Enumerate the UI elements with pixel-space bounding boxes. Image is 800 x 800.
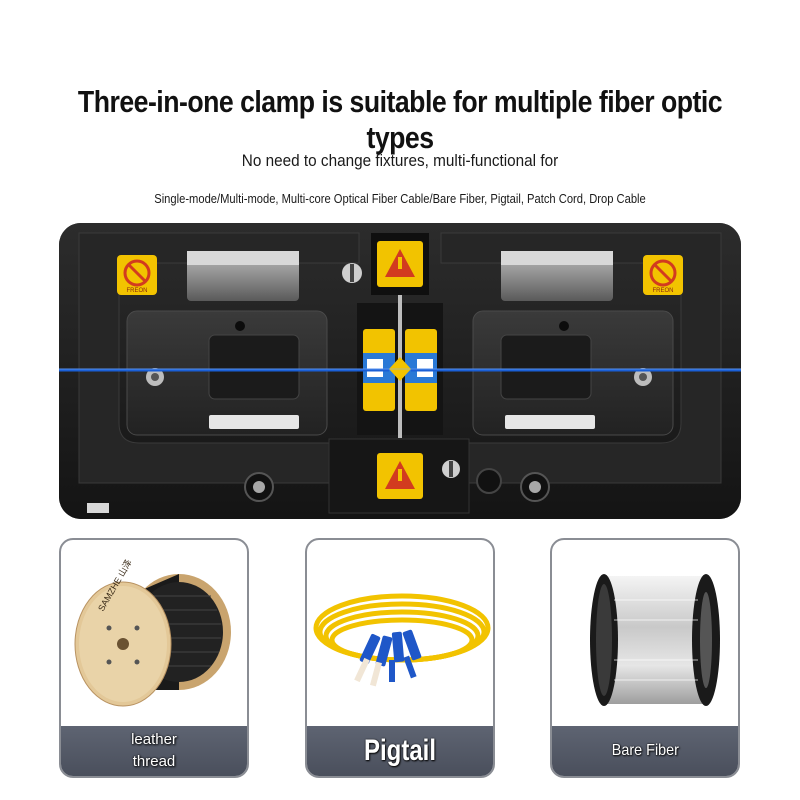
card-label-bar: Pigtail [307, 726, 493, 776]
headline: Three-in-one clamp is suitable for multi… [77, 84, 723, 155]
warning-badge-right: FREON [643, 255, 683, 295]
pigtail-patch-cord-icon [307, 540, 493, 730]
card-label: leather thread [131, 731, 177, 770]
card-label-bar: leather thread [61, 726, 247, 776]
splicer-illustration: FREON FREON [59, 223, 741, 519]
card-label-bar: Bare Fiber [552, 726, 738, 776]
card-label: Pigtail [363, 734, 436, 767]
warning-badge-left: FREON [117, 255, 157, 295]
card-label: Bare Fiber [611, 742, 679, 759]
cable-reel-icon: SAMZHE 山泽 [61, 540, 247, 730]
fusion-splicer-clamp-photo: FREON FREON [59, 223, 741, 519]
bare-fiber-spool-icon [552, 540, 738, 730]
warning-triangle-top [371, 233, 429, 295]
fiber-type-card-leather-thread: SAMZHE 山泽 leather thread [59, 538, 249, 778]
svg-text:FREON: FREON [127, 288, 148, 294]
fiber-type-card-pigtail: Pigtail [305, 538, 495, 778]
fiber-types-line: Single-mode/Multi-mode, Multi-core Optic… [154, 191, 646, 206]
warning-triangle-bottom [328, 438, 470, 514]
fiber-type-card-bare-fiber: Bare Fiber [550, 538, 740, 778]
subtitle: No need to change fixtures, multi-functi… [241, 151, 559, 170]
svg-text:FREON: FREON [653, 288, 674, 294]
